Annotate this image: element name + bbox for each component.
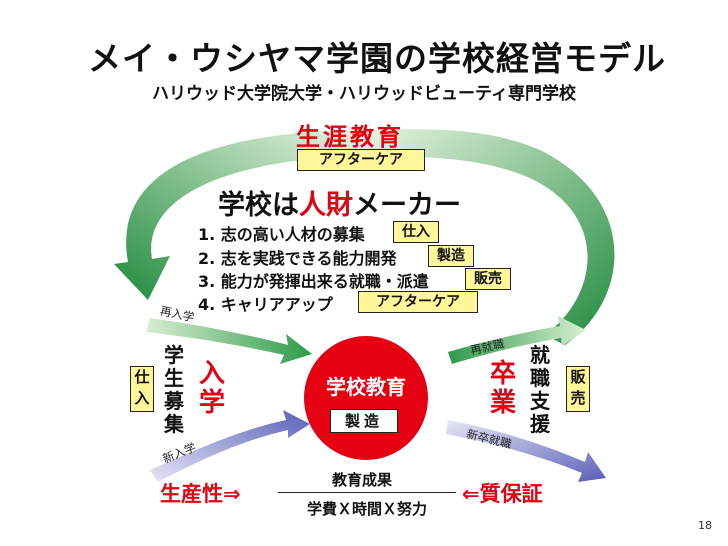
- sales-tag: 販売: [566, 366, 590, 412]
- procurement-tag: 仕入: [130, 366, 154, 412]
- maker-item-4: 4. キャリアアップ: [198, 295, 333, 314]
- productivity-label: 生産性⇒: [160, 482, 241, 506]
- maker-suffix: メーカー: [353, 190, 461, 221]
- lifelong-education-heading: 生涯教育: [296, 123, 404, 151]
- cost-time-effort: 学費Ｘ時間Ｘ努力: [306, 500, 427, 518]
- maker-item-1: 1. 志の高い人材の募集: [198, 225, 365, 244]
- education-outcome: 教育成果: [331, 471, 392, 489]
- page-title: メイ・ウシヤマ学園の学校経営モデル: [88, 39, 666, 78]
- new-enroll-arrow: [150, 410, 310, 482]
- graduation-vertical: 卒 業: [489, 359, 516, 418]
- loop-arrow-right: [360, 129, 615, 345]
- new-grad-employ-arrow: [446, 420, 606, 482]
- maker-item-2: 2. 志を実践できる能力開発: [198, 249, 397, 268]
- loop-arrow-left: [114, 130, 360, 300]
- maker-item-3: 3. 能力が発揮出来る就職・派遣: [198, 272, 429, 291]
- page-subtitle: ハリウッド大学院大学・ハリウッドビューティ専門学校: [152, 84, 576, 104]
- fraction-line: [278, 492, 456, 493]
- quality-assurance-label: ⇐質保証: [462, 482, 543, 506]
- re-employ-arrow: [448, 316, 586, 364]
- manufacturing-box: 製造: [330, 409, 398, 433]
- school-education-title: 学校教育: [326, 375, 406, 399]
- maker-item-2-tag: 製造: [428, 245, 474, 267]
- maker-highlight: 人財: [299, 190, 353, 221]
- job-support-vertical: 就 職 支 援: [530, 343, 550, 436]
- student-recruitment-vertical: 学 生 募 集: [164, 343, 184, 436]
- page-number: 18: [698, 519, 712, 532]
- aftercare-tag-top: アフターケア: [297, 149, 425, 171]
- admission-vertical: 入 学: [198, 359, 225, 418]
- maker-item-4-tag: アフターケア: [358, 291, 478, 313]
- maker-prefix: 学校は: [218, 190, 299, 221]
- maker-heading: 学校は人財メーカー: [218, 183, 461, 222]
- maker-item-1-tag: 仕入: [393, 221, 439, 243]
- re-enroll-arrow: [146, 318, 312, 364]
- maker-item-3-tag: 販売: [465, 268, 511, 290]
